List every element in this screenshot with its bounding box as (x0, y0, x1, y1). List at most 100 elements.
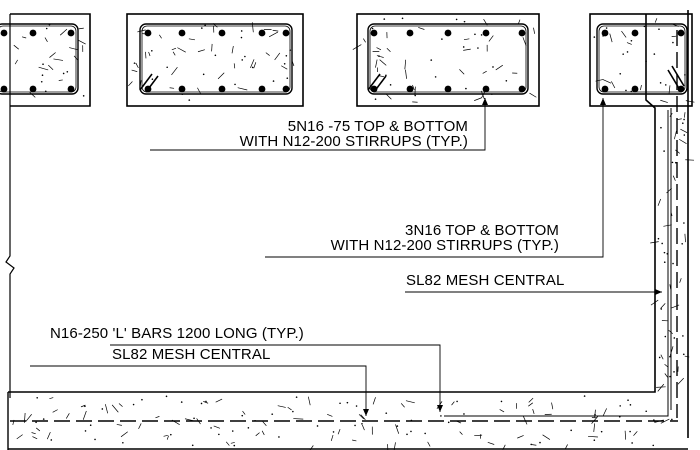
wall-mesh-line (670, 30, 678, 418)
hatch-stroke (78, 39, 86, 45)
hatch-dot (669, 375, 671, 378)
hatch-stroke (671, 23, 679, 27)
hatch-stroke (459, 431, 463, 435)
hatch-dot (539, 441, 541, 444)
hatch-stroke (621, 30, 627, 38)
hatch-dot (285, 54, 288, 57)
hatch-dot (663, 251, 666, 254)
hatch-dot (505, 79, 508, 82)
hatch-dot (165, 395, 168, 398)
hatch-stroke (633, 431, 638, 436)
hatch-stroke (293, 418, 304, 420)
beam-section-3 (356, 13, 540, 107)
hatch-stroke (660, 303, 666, 309)
hatch-stroke (451, 401, 455, 406)
hatch-dot (205, 400, 207, 403)
hatch-dot (101, 408, 104, 410)
hatch-stroke (268, 31, 279, 38)
hatch-dot (653, 53, 656, 55)
hatch-dot (629, 404, 632, 406)
hatch-dot (383, 18, 386, 20)
hatch-stroke (21, 36, 27, 39)
concrete-hatching (12, 17, 695, 450)
hatch-dot (530, 443, 533, 446)
hatch-dot (594, 413, 596, 416)
hatch-stroke (481, 91, 486, 98)
hatch-stroke (139, 80, 142, 90)
rebar-dot (67, 29, 75, 37)
hatch-stroke (474, 434, 483, 437)
hatch-dot (254, 419, 256, 422)
hatch-stroke (664, 373, 669, 378)
hatch-dot (440, 415, 442, 417)
hatch-dot (166, 66, 168, 69)
hatch-dot (629, 430, 631, 433)
hatch-dot (188, 99, 191, 101)
hatch-stroke (528, 397, 534, 403)
hatch-stroke (172, 51, 176, 56)
hatch-stroke (177, 47, 186, 53)
hatch-stroke (669, 346, 674, 356)
note-5n16-line2: WITH N12-200 STIRRUPS (TYP.) (239, 133, 468, 150)
hatch-stroke (668, 329, 673, 335)
hatch-dot (385, 74, 387, 77)
hatch-dot (658, 356, 661, 359)
rebar-dot (178, 29, 186, 37)
hatch-stroke (602, 408, 607, 417)
hatch-stroke (474, 97, 482, 101)
hatch-dot (48, 23, 51, 26)
hatch-dot (659, 82, 662, 84)
hatch-stroke (197, 87, 201, 94)
rebar-dot (444, 29, 452, 37)
hatch-dot (355, 405, 358, 407)
hatch-stroke (495, 64, 503, 71)
hatch-stroke (52, 409, 58, 413)
hatch-dot (346, 401, 349, 404)
hatch-stroke (352, 439, 357, 442)
beam-section-4 (589, 13, 693, 107)
hatch-dot (271, 413, 274, 415)
hatch-dot (683, 118, 685, 121)
hatch-stroke (663, 224, 672, 227)
hatch-dot (371, 27, 374, 30)
hatch-dot (42, 63, 44, 66)
rebar-dot (406, 29, 414, 37)
hatch-stroke (684, 233, 686, 243)
hatch-stroke (36, 427, 41, 432)
hatch-stroke (488, 35, 494, 42)
hatch-stroke (291, 61, 295, 67)
hatch-stroke (664, 363, 669, 368)
hatch-stroke (251, 22, 254, 33)
hatch-dot (491, 93, 493, 95)
hatch-stroke (375, 59, 378, 68)
hatch-dot (669, 355, 671, 358)
hatch-dot (374, 98, 377, 100)
hatch-stroke (188, 38, 195, 41)
hatch-stroke (660, 99, 668, 103)
hatch-dot (605, 27, 608, 29)
hatch-stroke (230, 442, 235, 444)
hatch-stroke (135, 62, 139, 69)
hatch-stroke (564, 444, 568, 450)
hatch-dot (682, 122, 684, 124)
hatch-stroke (405, 400, 415, 404)
hatch-stroke (654, 419, 664, 423)
hatch-dot (231, 430, 234, 432)
rebar-dot (601, 85, 609, 93)
rebar-dot (258, 29, 266, 37)
rebar-bars (0, 29, 685, 93)
hatch-dot (240, 36, 243, 39)
hatch-stroke (49, 397, 54, 400)
hatch-stroke (680, 128, 688, 134)
hatch-stroke (640, 84, 642, 91)
hatch-dot (82, 95, 85, 97)
rebar-dot (67, 85, 75, 93)
rebar-dot (677, 29, 685, 37)
hatch-stroke (456, 420, 462, 424)
hatch-dot (430, 59, 433, 61)
hatch-dot (463, 413, 465, 415)
hatch-dot (62, 72, 65, 75)
hatch-stroke (277, 405, 286, 408)
beam-section-1 (0, 13, 91, 107)
hatch-dot (278, 436, 280, 438)
